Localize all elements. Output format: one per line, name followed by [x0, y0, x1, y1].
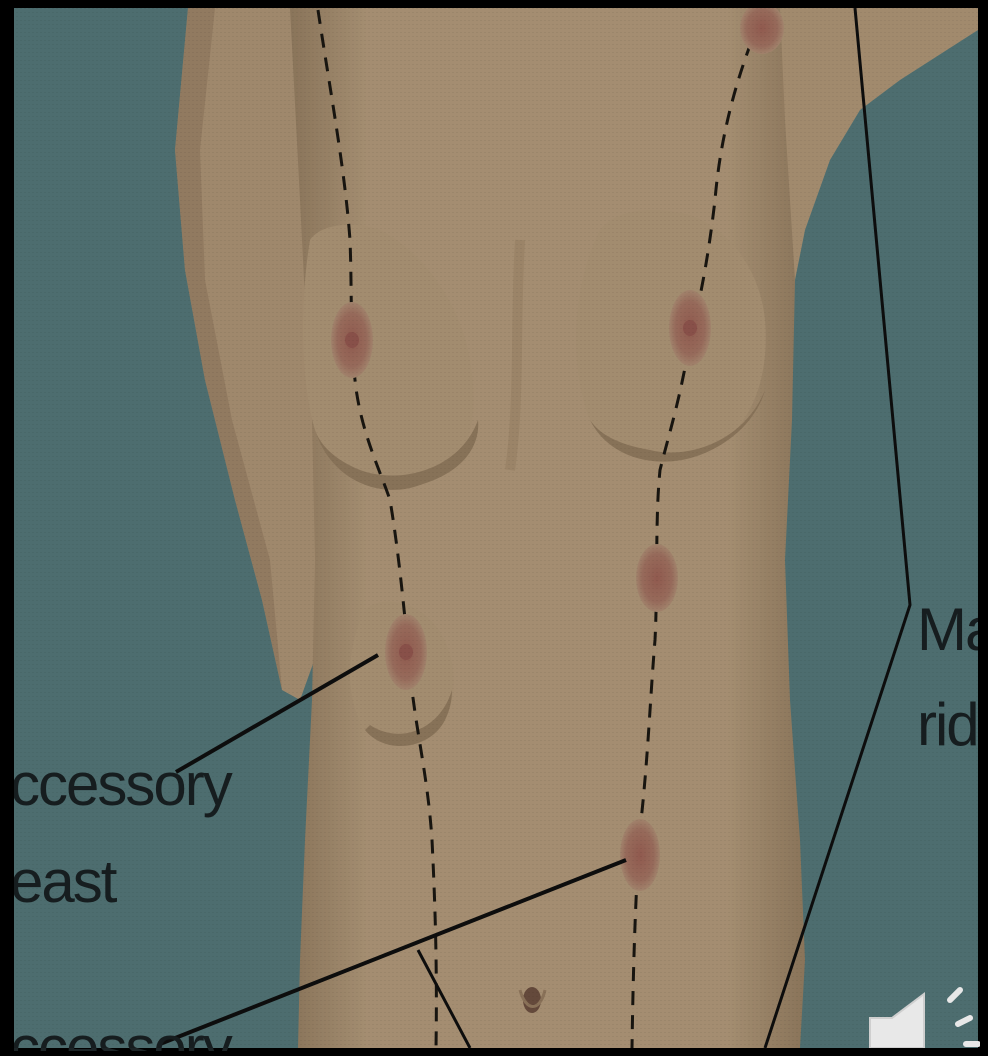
border-left [0, 0, 14, 1051]
border-right [978, 0, 988, 1051]
speaker-icon [862, 982, 980, 1048]
border-top [0, 0, 988, 8]
audio-play-button[interactable] [862, 982, 980, 1048]
dim-overlay [14, 8, 978, 1048]
